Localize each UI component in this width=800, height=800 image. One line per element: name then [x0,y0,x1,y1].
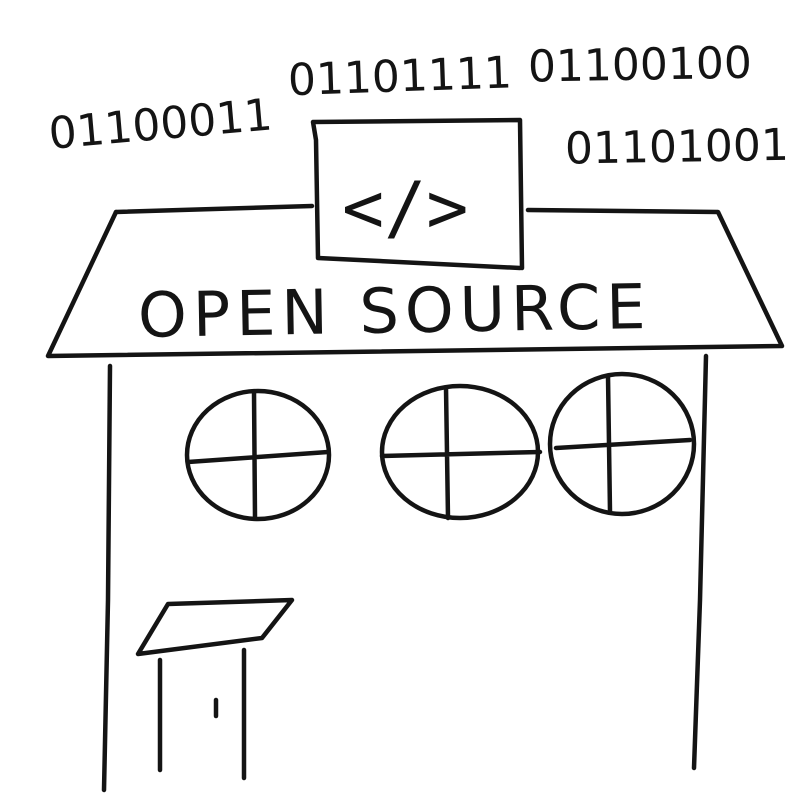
building-walls [101,353,709,793]
door-awning [135,597,295,657]
window-cross [553,373,693,515]
code-icon: </> [342,167,468,249]
binary-group-3: 01100100 [527,38,752,93]
roof-top-left [113,203,315,215]
code-box-frame [310,117,525,271]
window-cross [379,385,543,521]
code-box: </> [310,117,525,271]
door [135,597,295,781]
roof-outline [45,207,785,359]
window-cross [185,389,331,521]
binary-group-4: 01101001 [565,120,790,175]
sign-text: OPEN SOURCE [137,270,652,352]
round-window-1 [184,388,332,522]
right-wall [691,353,709,771]
binary-group-2: 01101111 [287,47,513,106]
round-window-icon [184,388,332,522]
round-window-2 [379,383,543,521]
left-wall [101,363,113,793]
door-icon [157,647,247,781]
round-window-icon [547,371,697,517]
roof-sign: OPEN SOURCE [45,203,785,359]
binary-group-1: 01100011 [47,89,275,159]
round-window-3 [547,371,697,517]
